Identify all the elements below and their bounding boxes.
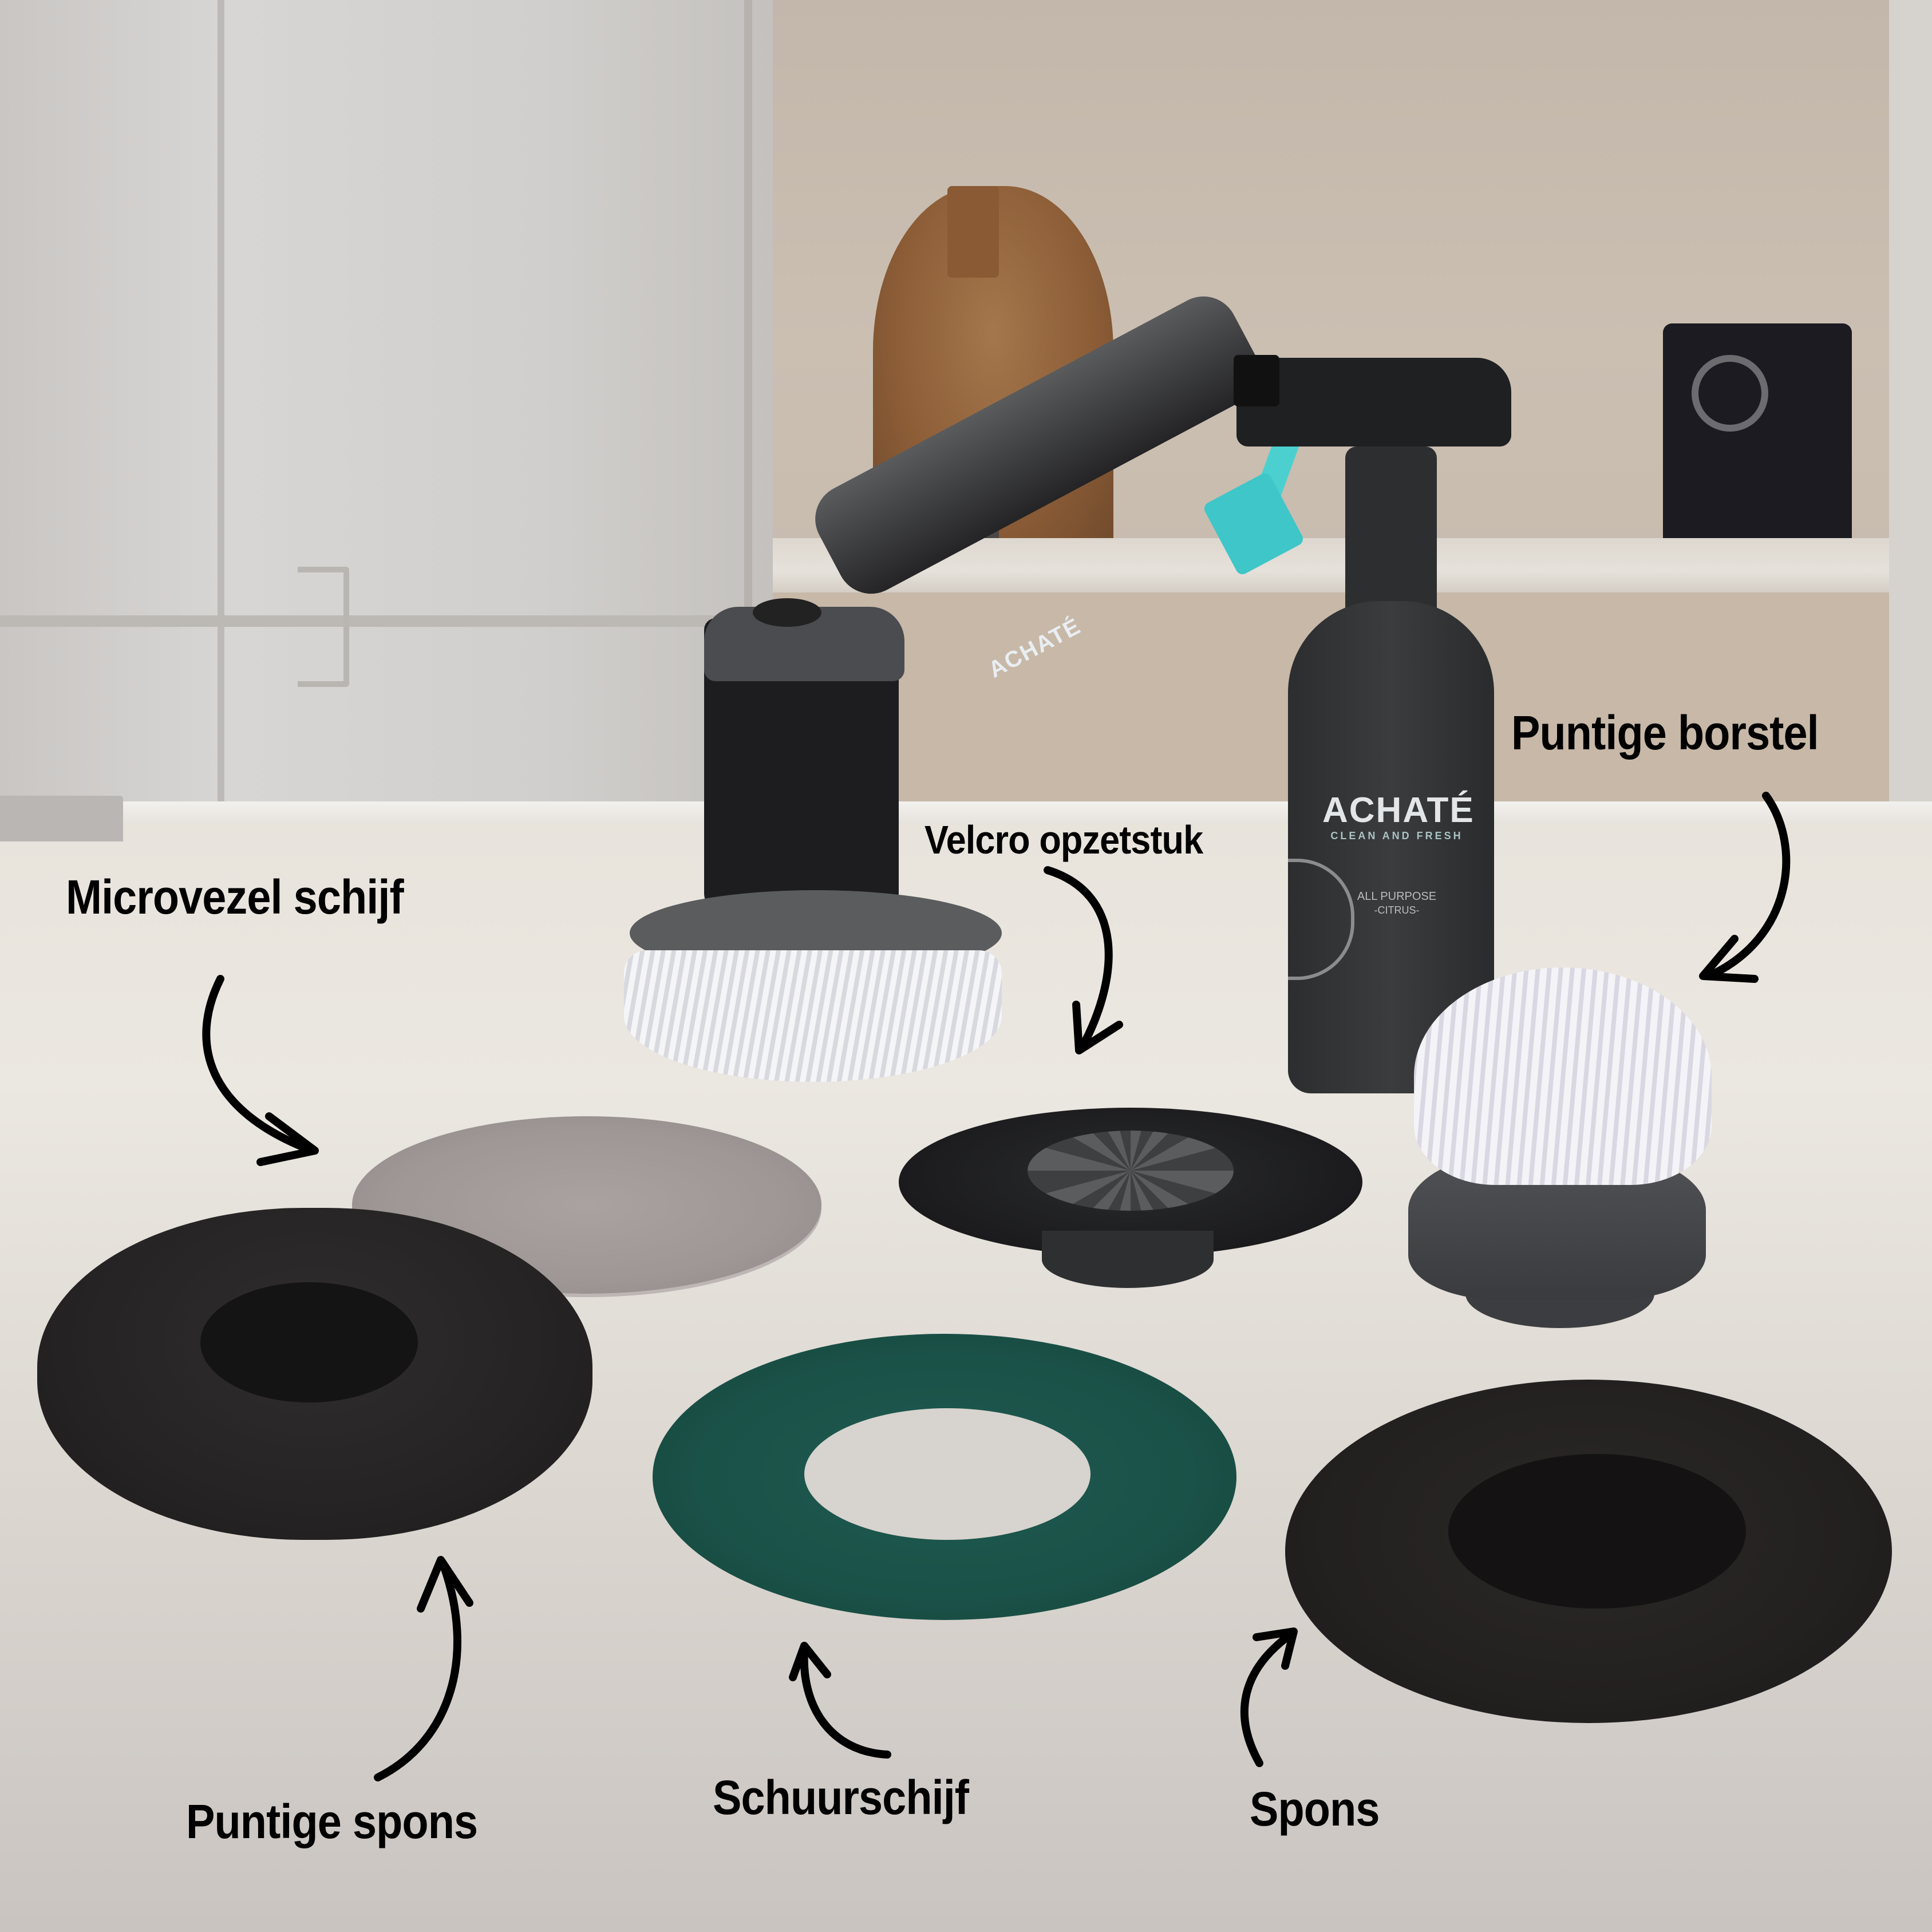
pointed-brush-bristles xyxy=(1414,967,1712,1185)
cutting-board-handle xyxy=(947,186,999,278)
cabinet-seam xyxy=(218,0,224,813)
label-pointed-brush: Puntige borstel xyxy=(1511,706,1819,760)
scrubber-bristles xyxy=(624,950,1002,1082)
label-pointed-sponge: Puntige spons xyxy=(186,1795,478,1848)
spray-nozzle xyxy=(1234,355,1279,406)
bottle-tagline: CLEAN AND FRESH xyxy=(1330,830,1463,841)
label-sponge: Spons xyxy=(1250,1782,1380,1836)
velcro-hub xyxy=(1028,1131,1234,1211)
bottle-neck xyxy=(1345,447,1437,630)
cabinet-gap xyxy=(0,615,750,627)
bottle-brand: ACHATÉ xyxy=(1322,791,1475,830)
right-wall xyxy=(1889,0,1932,813)
coffee-machine-button xyxy=(1692,355,1768,432)
bottle-product-line: ALL PURPOSE xyxy=(1357,890,1437,903)
velcro-base xyxy=(1042,1231,1214,1288)
spray-trigger-head xyxy=(1236,358,1511,447)
label-velcro-attachment: Velcro opzetstuk xyxy=(924,817,1203,862)
sponge-hole xyxy=(1448,1454,1746,1609)
cabinet-handle xyxy=(298,567,349,687)
label-scouring-pad: Schuurschijf xyxy=(713,1771,969,1824)
bottle-product-scent: -CITRUS- xyxy=(1374,904,1420,916)
kitchen-cabinet-wall xyxy=(0,0,773,813)
coffee-machine xyxy=(1663,323,1852,555)
scouring-pad-hole xyxy=(804,1408,1091,1540)
power-button-icon xyxy=(753,598,821,627)
counter-edge xyxy=(0,801,1932,824)
label-microfiber-disc: Microvezel schijf xyxy=(66,870,404,924)
stove-edge xyxy=(0,796,123,841)
pointed-sponge-hole xyxy=(200,1282,418,1402)
